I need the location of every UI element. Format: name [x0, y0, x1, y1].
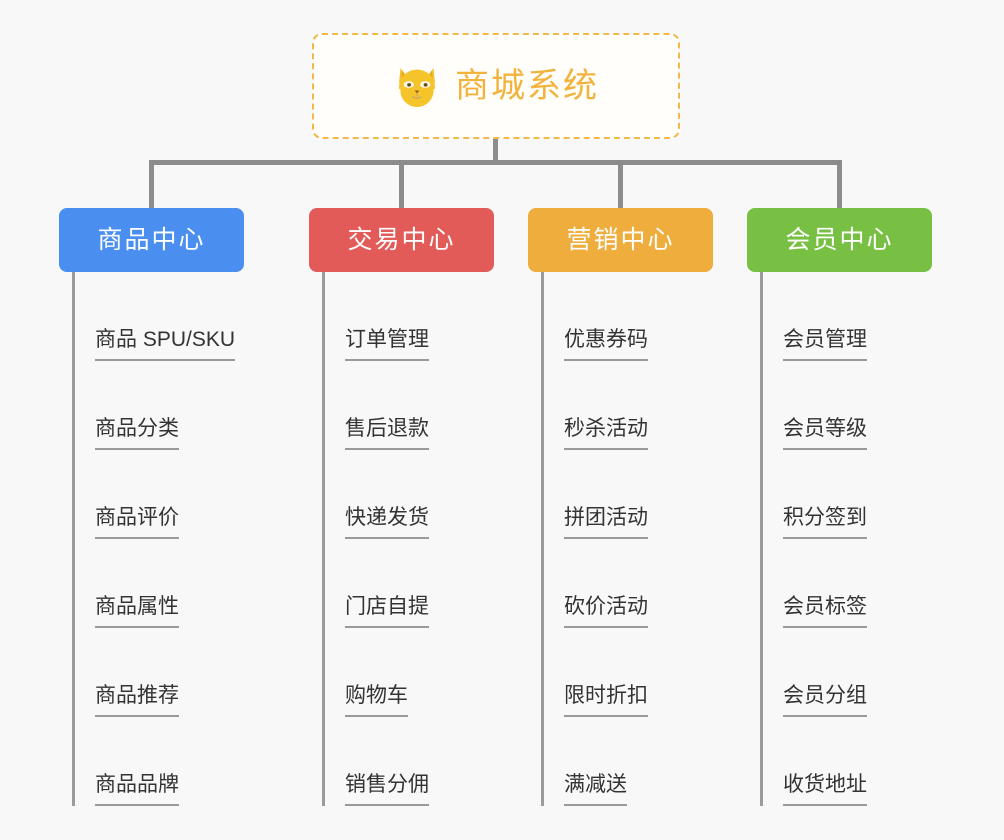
list-item[interactable]: 订单管理 — [325, 272, 494, 361]
list-item[interactable]: 商品 SPU/SKU — [75, 272, 244, 361]
list-item[interactable]: 商品分类 — [75, 361, 244, 450]
item-list-trade-center: 订单管理 售后退款 快递发货 门店自提 购物车 销售分佣 — [322, 272, 494, 806]
branch-column-marketing-center: 营销中心 优惠券码 秒杀活动 拼团活动 砍价活动 限时折扣 满减送 — [528, 208, 713, 806]
category-box-product-center[interactable]: 商品中心 — [59, 208, 244, 272]
connector-horizontal-bar — [149, 160, 842, 165]
list-item[interactable]: 商品属性 — [75, 539, 244, 628]
list-item-label: 商品品牌 — [95, 774, 179, 806]
list-item[interactable]: 砍价活动 — [544, 539, 713, 628]
category-box-member-center[interactable]: 会员中心 — [747, 208, 932, 272]
item-list-member-center: 会员管理 会员等级 积分签到 会员标签 会员分组 收货地址 — [760, 272, 932, 806]
list-item-label: 会员等级 — [783, 418, 867, 450]
list-item[interactable]: 秒杀活动 — [544, 361, 713, 450]
list-item[interactable]: 会员标签 — [763, 539, 932, 628]
list-item[interactable]: 购物车 — [325, 628, 494, 717]
category-box-marketing-center[interactable]: 营销中心 — [528, 208, 713, 272]
list-item-label: 商品评价 — [95, 507, 179, 539]
list-item[interactable]: 限时折扣 — [544, 628, 713, 717]
shiba-dog-icon — [399, 68, 435, 107]
list-item-label: 商品分类 — [95, 418, 179, 450]
list-item-label: 满减送 — [564, 774, 627, 806]
list-item-label: 快递发货 — [345, 507, 429, 539]
connector-root-stem — [493, 139, 498, 163]
list-item-label: 商品推荐 — [95, 685, 179, 717]
category-label: 会员中心 — [785, 225, 894, 254]
list-item-label: 商品属性 — [95, 596, 179, 628]
list-item-label: 收货地址 — [783, 774, 867, 806]
connector-drop-4 — [837, 160, 842, 210]
list-item-label: 售后退款 — [345, 418, 429, 450]
list-item[interactable]: 门店自提 — [325, 539, 494, 628]
list-item[interactable]: 快递发货 — [325, 450, 494, 539]
item-list-product-center: 商品 SPU/SKU 商品分类 商品评价 商品属性 商品推荐 商品品牌 — [72, 272, 244, 806]
branch-column-trade-center: 交易中心 订单管理 售后退款 快递发货 门店自提 购物车 销售分佣 — [309, 208, 494, 806]
branch-column-member-center: 会员中心 会员管理 会员等级 积分签到 会员标签 会员分组 收货地址 — [747, 208, 932, 806]
list-item-label: 积分签到 — [783, 507, 867, 539]
list-item[interactable]: 收货地址 — [763, 717, 932, 806]
list-item[interactable]: 会员分组 — [763, 628, 932, 717]
list-item-label: 会员标签 — [783, 596, 867, 628]
list-item-label: 会员分组 — [783, 685, 867, 717]
list-item[interactable]: 售后退款 — [325, 361, 494, 450]
list-item-label: 限时折扣 — [564, 685, 648, 717]
connector-drop-1 — [149, 160, 154, 210]
list-item-label: 拼团活动 — [564, 507, 648, 539]
list-item-label: 门店自提 — [345, 596, 429, 628]
category-label: 营销中心 — [566, 225, 675, 254]
list-item[interactable]: 优惠券码 — [544, 272, 713, 361]
list-item-label: 砍价活动 — [564, 596, 648, 628]
connector-drop-3 — [618, 160, 623, 210]
branch-column-product-center: 商品中心 商品 SPU/SKU 商品分类 商品评价 商品属性 商品推荐 商品品牌 — [59, 208, 244, 806]
category-label: 商品中心 — [97, 225, 206, 254]
list-item[interactable]: 满减送 — [544, 717, 713, 806]
list-item[interactable]: 销售分佣 — [325, 717, 494, 806]
list-item[interactable]: 积分签到 — [763, 450, 932, 539]
category-box-trade-center[interactable]: 交易中心 — [309, 208, 494, 272]
list-item-label: 会员管理 — [783, 329, 867, 361]
list-item[interactable]: 商品评价 — [75, 450, 244, 539]
list-item-label: 销售分佣 — [345, 774, 429, 806]
category-label: 交易中心 — [347, 225, 456, 254]
list-item[interactable]: 会员等级 — [763, 361, 932, 450]
list-item-label: 秒杀活动 — [564, 418, 648, 450]
root-title: 商城系统 — [455, 67, 599, 105]
list-item-label: 优惠券码 — [564, 329, 648, 361]
item-list-marketing-center: 优惠券码 秒杀活动 拼团活动 砍价活动 限时折扣 满减送 — [541, 272, 713, 806]
list-item-label: 购物车 — [345, 685, 408, 717]
list-item[interactable]: 商品品牌 — [75, 717, 244, 806]
list-item[interactable]: 商品推荐 — [75, 628, 244, 717]
root-node[interactable]: 商城系统 — [312, 33, 680, 139]
list-item[interactable]: 拼团活动 — [544, 450, 713, 539]
list-item-label: 商品 SPU/SKU — [95, 329, 236, 361]
list-item[interactable]: 会员管理 — [763, 272, 932, 361]
list-item-label: 订单管理 — [345, 329, 429, 361]
connector-drop-2 — [399, 160, 404, 210]
